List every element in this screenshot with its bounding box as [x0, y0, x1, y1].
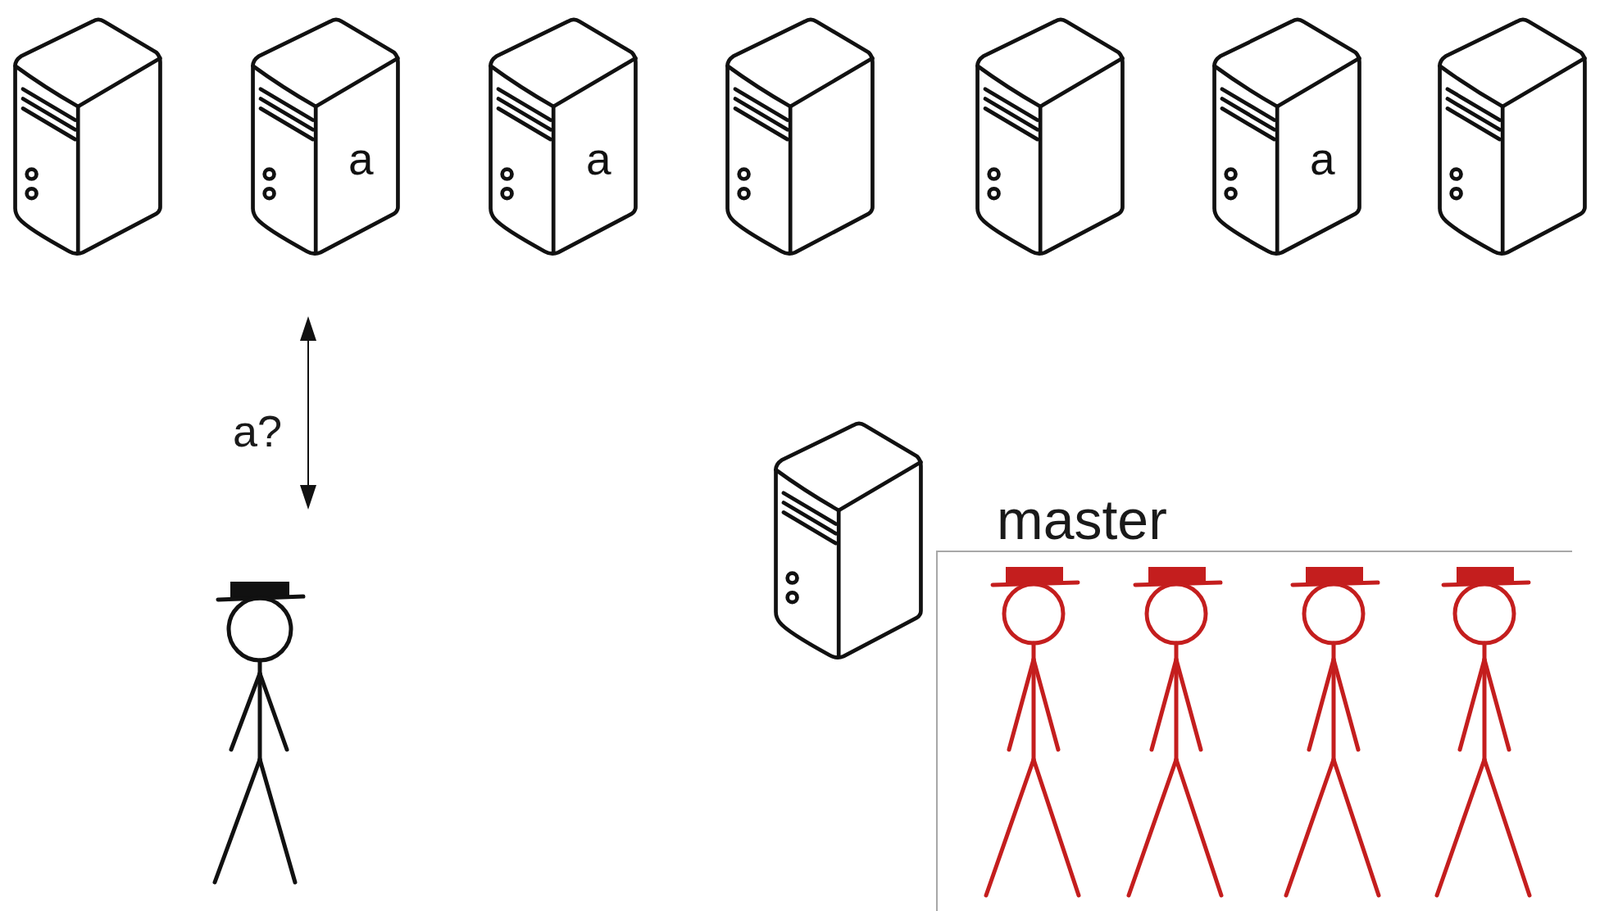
- figure-head: [1004, 584, 1064, 644]
- figure-arm: [259, 673, 287, 750]
- client-figure: [214, 581, 304, 883]
- server-shape: [487, 12, 639, 260]
- figure-leg: [259, 759, 296, 883]
- figure-leg: [1333, 759, 1379, 896]
- figure-head: [1146, 584, 1206, 644]
- arrow-head: [300, 316, 317, 341]
- server-shape: [250, 12, 401, 260]
- figure-arm: [1151, 659, 1177, 750]
- figure-head: [228, 598, 291, 661]
- server-node: a: [1211, 12, 1363, 260]
- figure-leg: [1436, 759, 1485, 896]
- figure-head: [1454, 584, 1514, 644]
- figure-leg: [1286, 759, 1334, 896]
- server-label: a: [348, 136, 374, 182]
- figure-arm: [1484, 659, 1510, 750]
- figure-arm: [1309, 659, 1334, 750]
- server-node: a: [487, 12, 639, 260]
- figure-leg: [1033, 759, 1079, 896]
- figure-arm: [231, 673, 260, 750]
- hat-crown: [1456, 567, 1514, 584]
- group-heading: master: [996, 491, 1168, 548]
- figure-leg: [1176, 759, 1222, 896]
- server-label: a: [1309, 136, 1336, 182]
- master-figures: [986, 567, 1530, 896]
- master-figure: [986, 567, 1079, 896]
- server-icon: [727, 19, 873, 255]
- server-shape: [1211, 12, 1363, 260]
- figure-head: [1304, 584, 1364, 644]
- figure-leg: [986, 759, 1034, 896]
- master-figure: [1436, 567, 1530, 896]
- figure-leg: [1128, 759, 1177, 896]
- server-node: a: [250, 12, 401, 260]
- figure-leg: [214, 759, 260, 883]
- figure-arm: [1033, 659, 1059, 750]
- server-icon: [253, 19, 399, 255]
- server-icon: [977, 19, 1123, 255]
- master-server-icon: [776, 423, 922, 659]
- server-icon: [490, 19, 637, 255]
- figure-leg: [1484, 759, 1530, 896]
- server-icon: [15, 19, 161, 255]
- figure-arm: [1009, 659, 1034, 750]
- double-arrow: [300, 316, 317, 510]
- master-figure: [1128, 567, 1222, 896]
- server-icon: [1214, 19, 1360, 255]
- hat-crown: [1148, 567, 1206, 584]
- server-icon: [1440, 19, 1586, 255]
- arrow-label: a?: [232, 409, 282, 454]
- server-label: a: [586, 136, 612, 182]
- arrow-line: [307, 334, 310, 492]
- arrow-head: [300, 485, 317, 510]
- figure-arm: [1333, 659, 1359, 750]
- figure-arm: [1459, 659, 1485, 750]
- hat-crown: [1305, 567, 1364, 584]
- figure-arm: [1176, 659, 1201, 750]
- hat-crown: [1005, 567, 1064, 584]
- master-group: master: [936, 550, 1573, 911]
- master-figure: [1286, 567, 1379, 896]
